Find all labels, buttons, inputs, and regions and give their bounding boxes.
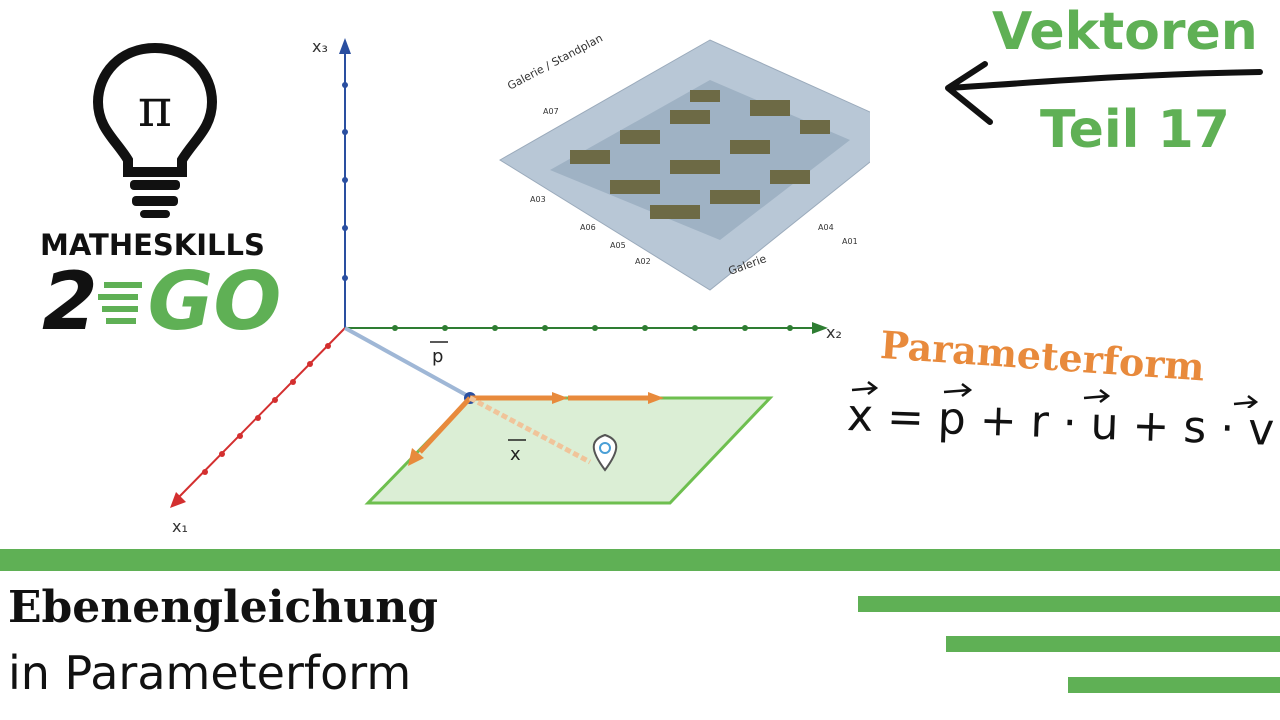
vector-label-p: p [432, 346, 443, 367]
logo-speed-lines [98, 282, 142, 324]
arrow-left-icon [945, 61, 1263, 125]
heading-parameterform: in Parameterform [8, 646, 412, 700]
axis-label-x2: x₂ [826, 323, 842, 342]
title-teil: Teil 17 [1040, 100, 1230, 160]
formula-vector-arrows [851, 381, 1259, 408]
svg-text:Galerie / Standplan: Galerie / Standplan [505, 31, 605, 92]
coordinate-diagram: Galerie / Standplan Galerie A03 A06 A05 … [170, 31, 870, 536]
pi-symbol: π [138, 79, 172, 139]
svg-text:A01: A01 [842, 237, 858, 246]
map-floorplan: Galerie / Standplan Galerie A03 A06 A05 … [499, 31, 870, 291]
svg-text:A05: A05 [610, 241, 626, 250]
deco-bar-2 [946, 636, 1280, 652]
axis-label-x1: x₁ [172, 517, 188, 536]
svg-text:A03: A03 [530, 195, 546, 204]
logo-go: GO [147, 255, 282, 348]
svg-text:A04: A04 [818, 223, 834, 232]
heading-ebenengleichung: Ebenengleichung [8, 582, 438, 633]
logo-2: 2 [42, 255, 98, 348]
deco-bar-1 [858, 596, 1280, 612]
title-vektoren: Vektoren [992, 2, 1258, 62]
vector-label-x: x [510, 444, 521, 465]
svg-text:A02: A02 [635, 257, 651, 266]
lightbulb-icon: π [92, 42, 218, 218]
axis-label-x3: x₃ [312, 37, 328, 56]
svg-text:A06: A06 [580, 223, 596, 232]
divider-band [0, 549, 1280, 571]
logo-brand-text: MATHESKILLS [40, 228, 265, 262]
vector-p [344, 326, 469, 398]
deco-bar-3 [1068, 677, 1280, 693]
vector-v [418, 396, 472, 454]
svg-text:A07: A07 [543, 107, 559, 116]
location-pin-icon [592, 433, 618, 472]
vector-x [468, 395, 592, 465]
